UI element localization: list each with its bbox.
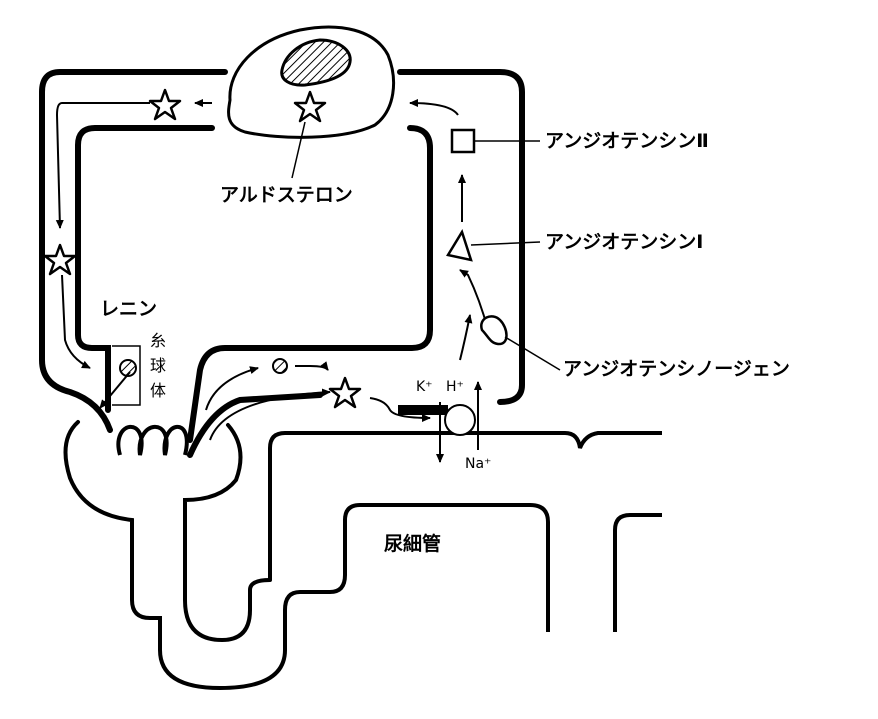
angiotensin-2-label: アンジオテンシンⅡ xyxy=(545,130,709,152)
glomerulus xyxy=(116,424,189,456)
glomerulus-label-1: 糸 xyxy=(150,331,167,350)
angiotensin-2-mark xyxy=(450,128,540,154)
k-ion-label: K⁺ xyxy=(416,379,433,395)
adrenal-medulla xyxy=(280,38,352,87)
na-ion-label: Na⁺ xyxy=(465,456,492,472)
renal-tubule-label: 尿細管 xyxy=(384,533,442,555)
star-mark xyxy=(43,243,77,276)
glomerulus-label-3: 体 xyxy=(150,381,167,400)
angiotensin-1-label: アンジオテンシンⅠ xyxy=(545,231,704,253)
adrenal-gland xyxy=(227,25,396,139)
renin-label: レニン xyxy=(100,298,158,320)
star-mark xyxy=(328,376,362,409)
juxtaglomerular-box xyxy=(112,345,141,406)
blood-vessel-inner xyxy=(75,125,433,458)
angiotensin-1-mark xyxy=(446,229,541,262)
angiotensinogen-mark xyxy=(480,315,561,371)
bowman-capsule xyxy=(63,420,347,691)
aldosterone-star-marks xyxy=(43,88,362,409)
h-ion-label: H⁺ xyxy=(446,379,464,395)
aldosterone-leader xyxy=(291,121,306,179)
renal-tubule xyxy=(268,431,662,632)
angiotensinogen-label: アンジオテンシノージェン xyxy=(563,358,790,380)
aldosterone-label: アルドステロン xyxy=(220,184,353,206)
star-mark xyxy=(148,88,182,121)
renin-granules xyxy=(119,358,288,377)
star-mark xyxy=(293,90,327,123)
glomerulus-label-2: 球 xyxy=(150,356,167,375)
blood-vessel-outer xyxy=(39,69,525,433)
ion-exchange-pump xyxy=(398,381,482,463)
